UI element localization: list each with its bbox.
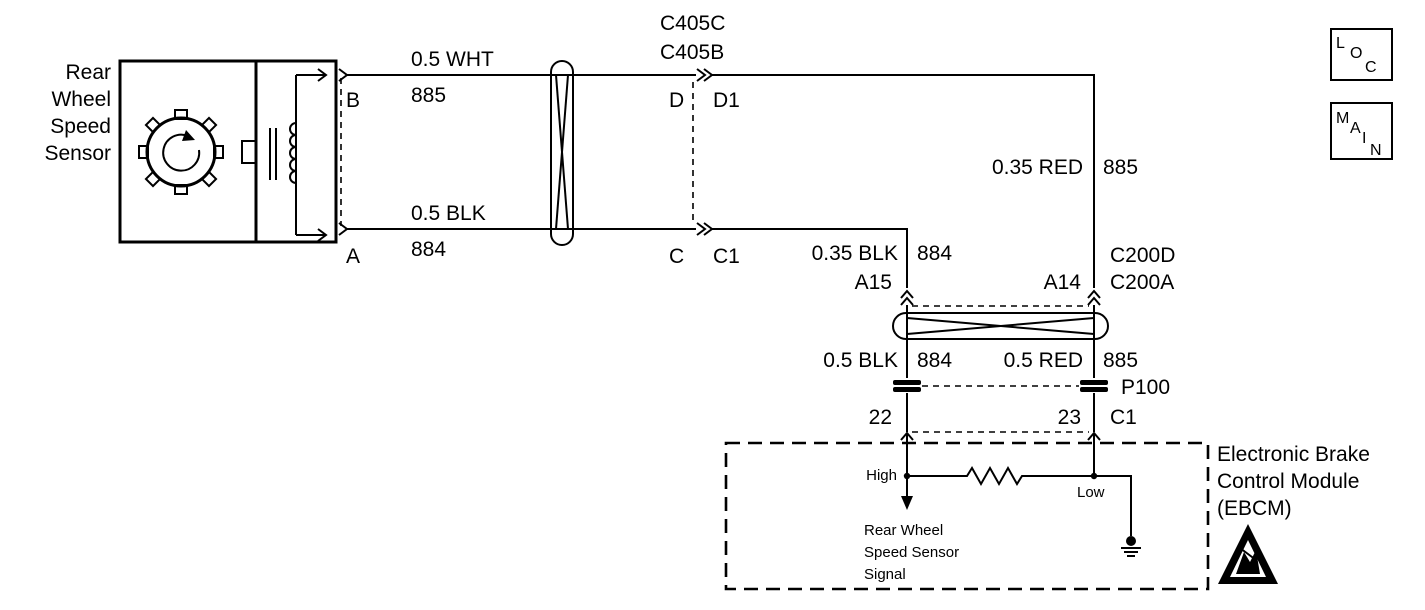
- sensor-harness: B A 0.5 WHT 885 0.5 BLK 884: [338, 48, 696, 268]
- signal-arrow-icon: [901, 496, 913, 510]
- wire-left-lower-circuit: 884: [917, 349, 952, 372]
- signal-label-line-3: Signal: [864, 566, 906, 583]
- esd-warning-icon: [1218, 524, 1278, 584]
- connector-c405b-label: C405B: [660, 41, 724, 64]
- sensor-name-line-2: Wheel: [51, 88, 111, 111]
- ebcm-name-line-1: Electronic Brake: [1217, 443, 1370, 466]
- connector-c405c-label: C405C: [660, 12, 725, 35]
- c405-pin-c-mark: [696, 222, 707, 236]
- main-box-letter-1: M: [1336, 110, 1349, 127]
- wire-top-color: 0.5 WHT: [411, 48, 494, 71]
- ebcm-outline: [724, 441, 1210, 591]
- connector-p100-c1-label: C1: [1110, 406, 1137, 429]
- tone-wheel-icon: [138, 109, 224, 195]
- pin-22: 22: [869, 406, 892, 429]
- p100-left-terminal-icon: [893, 380, 921, 392]
- sensor-pin-a: A: [346, 245, 360, 268]
- ebcm-module: High Low Rear Wheel Speed Sensor Signal …: [724, 431, 1370, 591]
- twisted-pair-icon: [550, 60, 574, 246]
- c200-pin-a15-mark: [900, 289, 914, 299]
- main-box[interactable]: M A I N: [1330, 102, 1393, 160]
- main-box-letter-4: N: [1370, 142, 1382, 159]
- ground-icon: [1121, 536, 1141, 557]
- main-box-letter-3: I: [1362, 130, 1366, 147]
- pin-d1: D1: [713, 89, 740, 112]
- sensor-name-line-4: Sensor: [44, 142, 111, 165]
- ebcm-name-line-3: (EBCM): [1217, 497, 1292, 520]
- wire-885-red-upper: [712, 74, 1095, 288]
- wire-right-lower-circuit: 885: [1103, 349, 1138, 372]
- wire-bottom-color: 0.5 BLK: [411, 202, 486, 225]
- sensor-name-line-3: Speed: [50, 115, 111, 138]
- c200-pin-a14-mark: [1087, 289, 1101, 299]
- p100-right-terminal-icon: [1080, 380, 1108, 392]
- wire-right-upper-circuit: 885: [1103, 156, 1138, 179]
- pin-a14: A14: [1044, 271, 1082, 294]
- loc-box-letter-2: O: [1350, 45, 1362, 62]
- ebcm-harness: 0.5 BLK 884 0.5 RED 885 P100 22 23 C1: [823, 305, 1170, 432]
- loc-box-letter-3: C: [1365, 59, 1377, 76]
- c405-connector: C405C C405B D D1 C C1: [660, 12, 740, 268]
- c200-connector: C200D C200A A15 A14: [855, 244, 1175, 307]
- wire-left-upper-circuit: 884: [917, 242, 952, 265]
- sensor-connector-b-mark: [338, 68, 349, 82]
- ebcm-name-line-2: Control Module: [1217, 470, 1359, 493]
- connector-c200a-label: C200A: [1110, 271, 1174, 294]
- wire-right-lower-color: 0.5 RED: [1004, 349, 1083, 372]
- wire-left-lower-color: 0.5 BLK: [823, 349, 898, 372]
- pin-c1: C1: [713, 245, 740, 268]
- loc-box-letter-1: L: [1336, 35, 1345, 52]
- pin-c: C: [669, 245, 684, 268]
- pole-piece: [241, 140, 257, 164]
- pin-23: 23: [1058, 406, 1081, 429]
- high-label: High: [866, 467, 897, 484]
- wire-left-upper-color: 0.35 BLK: [812, 242, 898, 265]
- loc-box[interactable]: L O C: [1330, 28, 1393, 81]
- wire-884-blk-upper: [712, 228, 908, 288]
- wire-bottom-circuit: 884: [411, 238, 446, 261]
- sensor-name-line-1: Rear: [65, 61, 111, 84]
- twisted-pair-icon: [892, 312, 1109, 340]
- sensor-housing: [118, 59, 338, 244]
- connector-c200d-label: C200D: [1110, 244, 1175, 267]
- pin-a15: A15: [855, 271, 892, 294]
- low-label: Low: [1077, 484, 1105, 501]
- pin-d: D: [669, 89, 684, 112]
- rear-wheel-speed-sensor: Rear Wheel Speed Sensor: [44, 59, 338, 244]
- c405-pin-d-mark: [696, 68, 707, 82]
- coil-icon: [269, 68, 328, 242]
- sensor-connector-a-mark: [338, 222, 349, 236]
- main-box-letter-2: A: [1350, 120, 1361, 137]
- signal-label-line-1: Rear Wheel: [864, 522, 943, 539]
- connector-p100-label: P100: [1121, 376, 1170, 399]
- sensor-pin-b: B: [346, 89, 360, 112]
- wire-right-upper-color: 0.35 RED: [992, 156, 1083, 179]
- wire-top-circuit: 885: [411, 84, 446, 107]
- resistor-icon: [907, 465, 1094, 487]
- body-harness: 0.35 RED 885 0.35 BLK 884: [712, 74, 1138, 288]
- signal-label-line-2: Speed Sensor: [864, 544, 959, 561]
